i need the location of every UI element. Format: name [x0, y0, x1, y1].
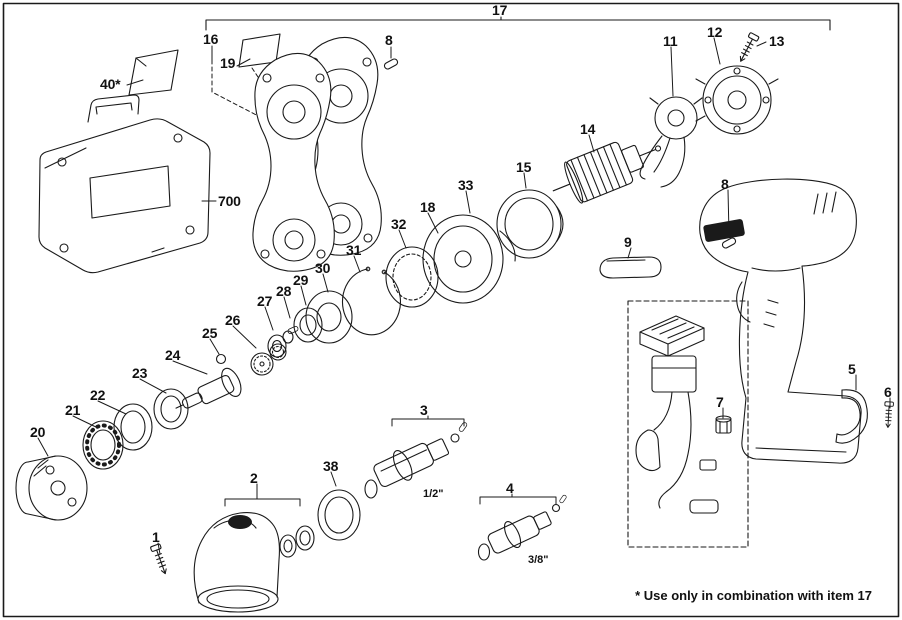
part-label-24: 24 [165, 347, 181, 363]
part-label-8: 8 [385, 32, 393, 48]
part-label-2: 2 [250, 470, 258, 486]
part-label-18: 18 [420, 199, 436, 215]
part-label-20: 20 [30, 424, 46, 440]
part-label-30: 30 [315, 260, 331, 276]
part-label-27: 27 [257, 293, 273, 309]
anvil-assembly-three-eighths [477, 494, 568, 561]
part-label-19: 19 [220, 55, 236, 71]
screw-1 [149, 543, 171, 576]
planet-gears [250, 343, 287, 376]
part-label-40star: 40* [100, 76, 121, 92]
part-label-17: 17 [492, 2, 508, 18]
part-label-5: 5 [848, 361, 856, 377]
label-sticker-40 [128, 49, 179, 96]
part-label-14: 14 [580, 121, 596, 137]
hammer-case-cover [193, 511, 315, 613]
anvil-assembly-half-inch [364, 421, 469, 499]
part-label-26: 26 [225, 312, 241, 328]
bearing-retainer [639, 96, 703, 188]
o-ring-38 [317, 489, 361, 541]
part-label-33: 33 [458, 177, 474, 193]
steel-ball-25 [215, 353, 227, 365]
impact-hammer [15, 455, 88, 521]
drive-size-label-1: 1/2" [423, 488, 444, 500]
pin-28 [286, 325, 300, 335]
ring-gear [385, 246, 439, 308]
part-label-1: 1 [152, 529, 160, 545]
pin-8-top [382, 57, 400, 71]
gear-housing-halves [252, 36, 382, 272]
retaining-ring [341, 266, 402, 336]
spindle [175, 367, 242, 409]
ring-29 [293, 307, 323, 343]
carrying-case [38, 94, 211, 274]
part-9-boot [599, 256, 662, 279]
switch-group-box [627, 300, 749, 548]
part-label-15: 15 [516, 159, 532, 175]
ring-22 [113, 403, 153, 451]
part-label-23: 23 [132, 365, 148, 381]
ball-bearing-21 [82, 420, 124, 470]
part-label-9: 9 [624, 234, 632, 250]
belt-clip [835, 389, 868, 444]
part-label-38: 38 [323, 458, 339, 474]
part-label-25: 25 [202, 325, 218, 341]
part-label-32: 32 [391, 216, 407, 232]
washer-30 [305, 290, 353, 344]
part-label-31: 31 [346, 242, 362, 258]
bumper-7 [715, 415, 732, 434]
part-label-28: 28 [276, 283, 292, 299]
tool-body [699, 178, 862, 464]
part-label-6: 6 [884, 384, 892, 400]
footnote: * Use only in combination with item 17 [635, 588, 872, 603]
switch-assembly [635, 315, 719, 514]
part-label-4: 4 [506, 480, 514, 496]
part-label-3: 3 [420, 402, 428, 418]
part-label-13: 13 [769, 33, 785, 49]
leader-lines [37, 37, 891, 555]
bracket-item-17 [205, 16, 831, 31]
rotor-armature [552, 141, 662, 204]
screw-13 [735, 31, 760, 65]
part-label-11: 11 [663, 33, 678, 49]
part-label-16: 16 [203, 31, 219, 47]
part-label-21: 21 [65, 402, 81, 418]
washer-23 [153, 388, 189, 430]
front-sleeve [496, 189, 564, 259]
part-label-700: 700 [218, 193, 241, 209]
part-label-22: 22 [90, 387, 106, 403]
motor-end-cap [695, 65, 779, 135]
part-label-12: 12 [707, 24, 723, 40]
part-label-29: 29 [293, 272, 309, 288]
part-label-7: 7 [716, 394, 724, 410]
screw-6 [883, 401, 894, 429]
clutch-housing [422, 214, 516, 304]
drive-size-label-2: 3/8" [528, 554, 549, 566]
part-label-8-2: 8 [721, 176, 729, 192]
